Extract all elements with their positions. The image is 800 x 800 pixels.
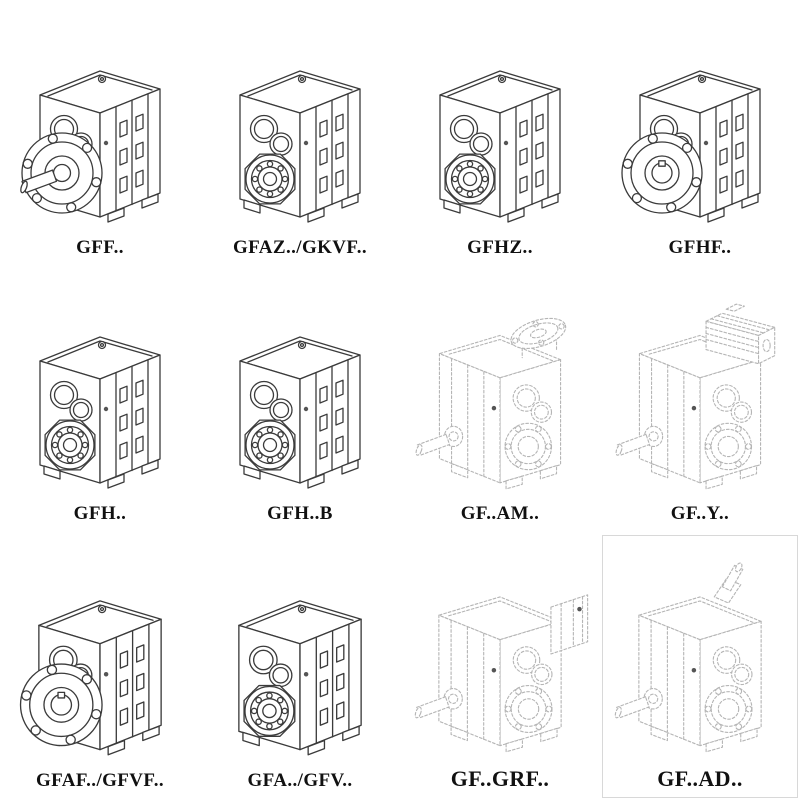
- catalog-cell-gf-am: GF..AM..: [400, 267, 600, 534]
- gearbox-hollow-shaft-drawing: [439, 70, 561, 223]
- gearbox-hollow-shaft-drawing: [238, 600, 362, 756]
- model-label: GFAZ../GKVF..: [233, 236, 367, 258]
- catalog-cell-gf-y: GF..Y..: [600, 267, 800, 534]
- gearbox-shrink-disc-outline-drawing: [413, 594, 589, 753]
- model-label: GFHF..: [668, 236, 732, 258]
- catalog-cell-gfa-gfv: GFA../GFV..: [200, 533, 400, 800]
- gearbox-hollow-shaft-drawing: [39, 336, 161, 489]
- gearbox-flange-solid-shaft-drawing: [18, 70, 161, 223]
- gearbox-input-shaft-outline-drawing: [613, 561, 762, 753]
- model-label: GFA../GFV..: [247, 769, 353, 791]
- model-label: GF..Y..: [670, 503, 730, 525]
- catalog-cell-gfh-b: GFH..B: [200, 267, 400, 534]
- gearbox-iec-adapter-outline-drawing: [414, 312, 570, 490]
- model-label: GF..GRF..: [450, 765, 550, 791]
- catalog-cell-gfh: GFH..: [0, 267, 200, 534]
- model-label: GFAF../GFVF..: [35, 769, 164, 791]
- gearbox-hollow-shaft-drawing: [239, 70, 361, 223]
- model-label: GFH..: [73, 503, 127, 525]
- catalog-cell-gfhf: GFHF..: [600, 0, 800, 267]
- catalog-cell-gf-grf: GF..GRF..: [400, 533, 600, 800]
- gearbox-flange-hollow-drawing: [19, 600, 162, 756]
- gearbox-hollow-shaft-backstop-drawing: [239, 336, 361, 489]
- model-label: GF..AD..: [657, 765, 743, 791]
- catalog-cell-gfaz-gkvf: GFAZ../GKVF..: [200, 0, 400, 267]
- catalog-cell-gfaf-gfvf: GFAF../GFVF..: [0, 533, 200, 800]
- catalog-cell-gff: GFF..: [0, 0, 200, 267]
- catalog-cell-gf-ad: GF..AD..: [600, 533, 800, 800]
- catalog-cell-gfhz: GFHZ..: [400, 0, 600, 267]
- model-label: GF..AM..: [460, 503, 540, 525]
- model-label: GFH..B: [267, 503, 333, 525]
- gearbox-motor-outline-drawing: [614, 303, 776, 490]
- model-label: GFF..: [76, 236, 124, 258]
- model-label: GFHZ..: [467, 236, 533, 258]
- gearbox-flange-hollow-drawing: [621, 70, 761, 223]
